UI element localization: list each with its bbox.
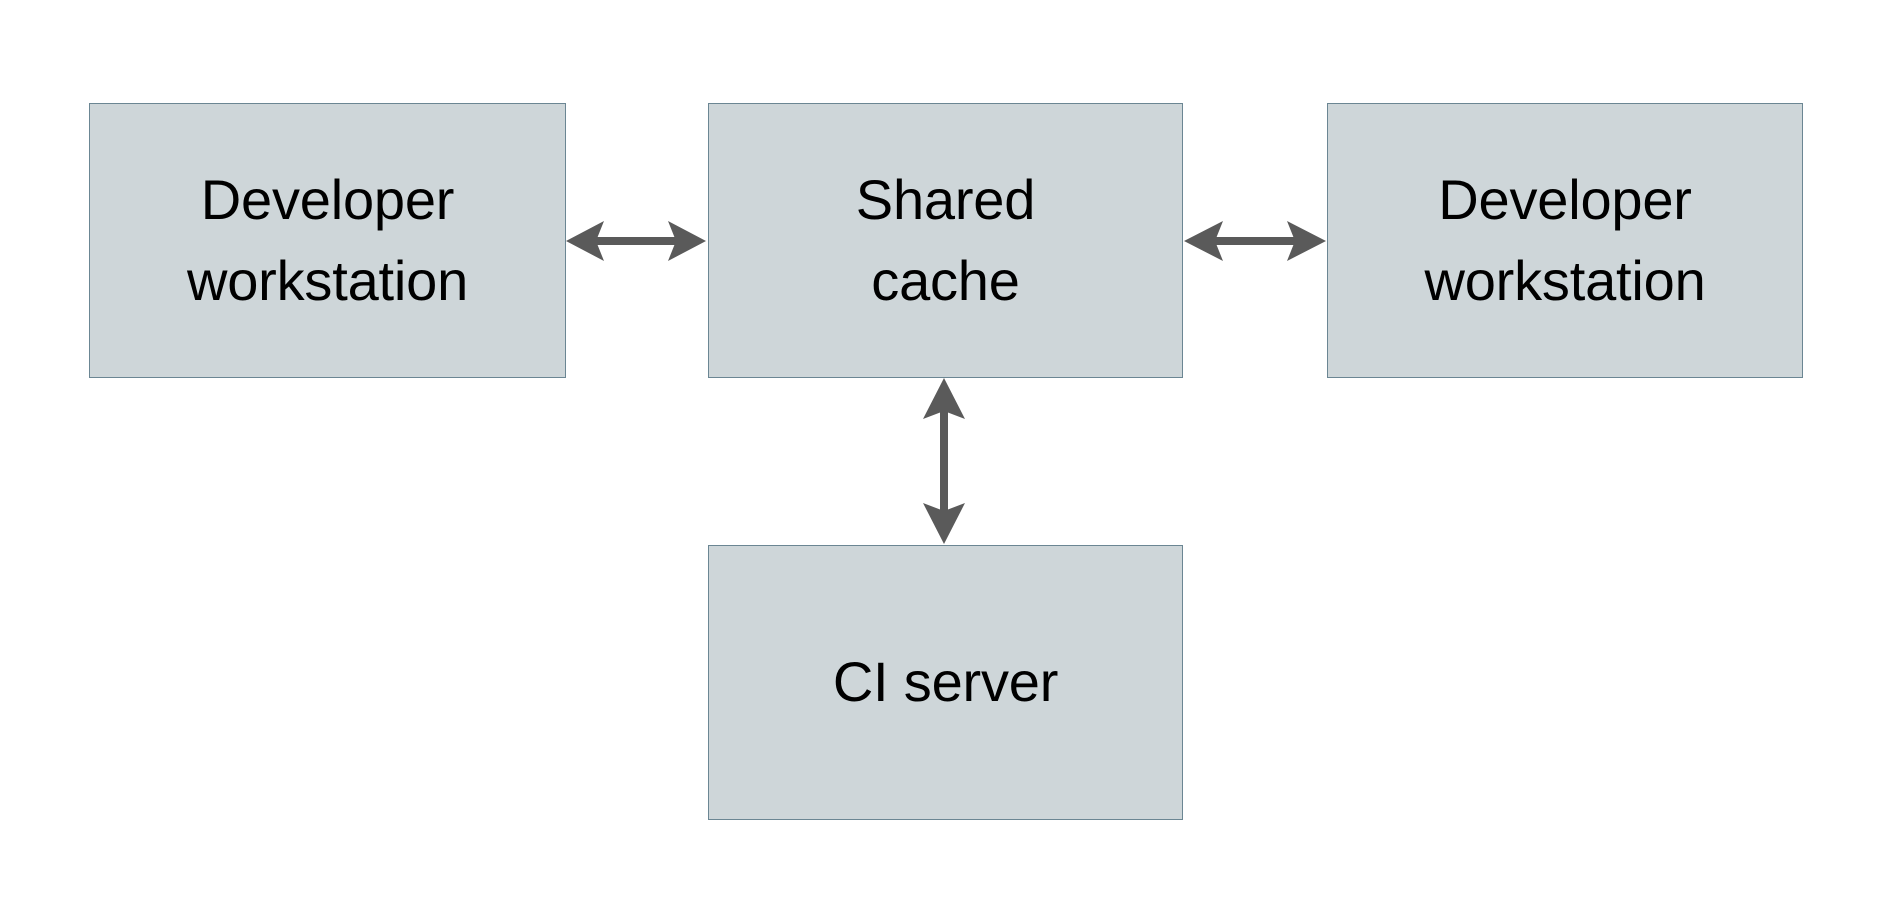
node-ci-server[interactable]: CI server (708, 545, 1183, 820)
double-arrow-vertical-icon (923, 378, 965, 544)
node-label: Shared cache (855, 168, 1036, 312)
node-shared-cache[interactable]: Shared cache (708, 103, 1183, 378)
edge-developer-workstation-left-to-shared-cache (560, 205, 712, 277)
double-arrow-horizontal-icon (1184, 221, 1326, 261)
node-developer-workstation-right[interactable]: Developer workstation (1327, 103, 1803, 378)
edge-shared-cache-to-ci-server (908, 372, 980, 550)
node-label: CI server (832, 650, 1059, 714)
node-label: Developer workstation (186, 168, 469, 312)
node-label: Developer workstation (1424, 168, 1706, 312)
edge-shared-cache-to-developer-workstation-right (1178, 205, 1332, 277)
double-arrow-horizontal-icon (566, 221, 706, 261)
node-developer-workstation-left[interactable]: Developer workstation (89, 103, 566, 378)
